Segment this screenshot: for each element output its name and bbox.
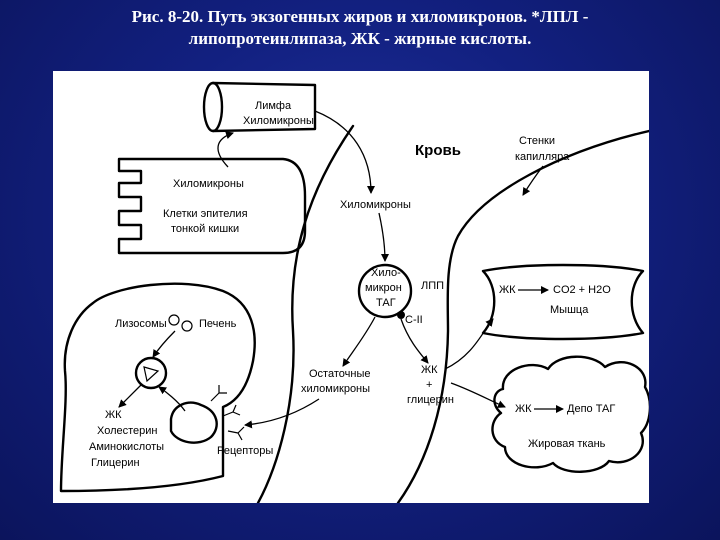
endosome-circle: [134, 356, 168, 390]
epithelium-label-1: Клетки эпителия: [163, 208, 248, 220]
fa-glycerol-label-1: ЖК: [421, 364, 438, 376]
intestine-chylomicrons-label: Хиломикроны: [173, 178, 244, 190]
muscle-shape: [481, 263, 645, 341]
chylomicron-label-3: ТАГ: [376, 297, 396, 309]
capillary-walls-label-1: Стенки: [519, 135, 555, 147]
lysosome-circle-2: [181, 320, 193, 332]
glycerol-label: Глицерин: [91, 457, 140, 469]
title-line-2: липопротеинлипаза, ЖК - жирные кислоты.: [188, 29, 532, 48]
slide-title: Рис. 8-20. Путь экзогенных жиров и хилом…: [40, 6, 680, 50]
fa-glycerol-label-2: +: [426, 379, 432, 391]
remnant-label-1: Остаточные: [309, 368, 370, 380]
adipose-cloud-shape: [491, 355, 649, 473]
lymph-vessel: [202, 81, 317, 133]
liver-fa-label: ЖК: [105, 409, 122, 421]
blood-label: Кровь: [415, 142, 461, 159]
arrow-lpl-to-fa: [400, 318, 429, 364]
capillary-walls-label-2: капилляра: [515, 151, 570, 163]
liver-cell-shape: [59, 282, 256, 493]
lymph-label: Лимфа: [255, 100, 292, 112]
blood-chylomicrons-label: Хиломикроны: [340, 199, 411, 211]
capillary-wall-left: [256, 124, 355, 503]
lpl-dot: [397, 311, 405, 319]
arrow-receptors-to-endosome: [158, 386, 186, 412]
chylomicron-particle: [357, 263, 413, 319]
diagram-panel: Лимфа Хиломикроны Хиломикроны Клетки эпи…: [53, 71, 649, 503]
arrow-fa-to-muscle: [444, 318, 494, 370]
endosome-inner: [143, 366, 160, 383]
tag-depot-label: Депо ТАГ: [567, 403, 615, 415]
arrow-fa-to-adipose: [450, 382, 506, 408]
capillary-wall-right: [396, 129, 649, 503]
arrow-endosome-to-products: [118, 384, 142, 408]
adipose-fa-label: ЖК: [515, 403, 532, 415]
receptor-vesicle: [169, 401, 218, 444]
arrow-intestine-to-lymph: [217, 131, 234, 168]
remnant-label-2: хиломикроны: [301, 383, 370, 395]
muscle-products-label: CO2 + H2O: [553, 284, 611, 296]
fa-glycerol-label-3: глицерин: [407, 394, 454, 406]
arrow-remnant-to-receptors: [244, 398, 320, 429]
amino-acids-label: Аминокислоты: [89, 441, 164, 453]
muscle-label: Мышца: [550, 304, 589, 316]
arrow-lysosomes-to-endosome: [152, 330, 176, 358]
title-line-1: Рис. 8-20. Путь экзогенных жиров и хилом…: [131, 7, 589, 26]
chylomicron-label-2: микрон: [365, 282, 402, 294]
lysosomes-label: Лизосомы: [115, 318, 167, 330]
arrow-lymph-to-blood: [314, 110, 375, 194]
lysosome-circle-1: [168, 314, 180, 326]
muscle-fa-label: ЖК: [499, 284, 516, 296]
arrow-blood-chylo-to-particle: [378, 212, 389, 262]
cholesterol-label: Холестерин: [97, 425, 158, 437]
chylomicron-label-1: Хило-: [371, 267, 401, 279]
liver-label: Печень: [199, 318, 237, 330]
arrow-particle-to-remnant: [342, 316, 376, 367]
receptors-label: Рецепторы: [217, 445, 273, 457]
adipose-label: Жировая ткань: [528, 438, 606, 450]
epithelium-label-2: тонкой кишки: [171, 223, 239, 235]
apo-c2-label: C-II: [405, 314, 423, 326]
intestine-epithelium-shape: [117, 157, 307, 255]
lpl-label: ЛПП: [421, 280, 444, 292]
arrow-capillary-label-to-wall: [522, 165, 544, 196]
receptor-glyphs: [210, 385, 245, 441]
lymph-chylomicrons-label: Хиломикроны: [243, 115, 314, 127]
fat-transport-diagram: Лимфа Хиломикроны Хиломикроны Клетки эпи…: [59, 81, 649, 503]
